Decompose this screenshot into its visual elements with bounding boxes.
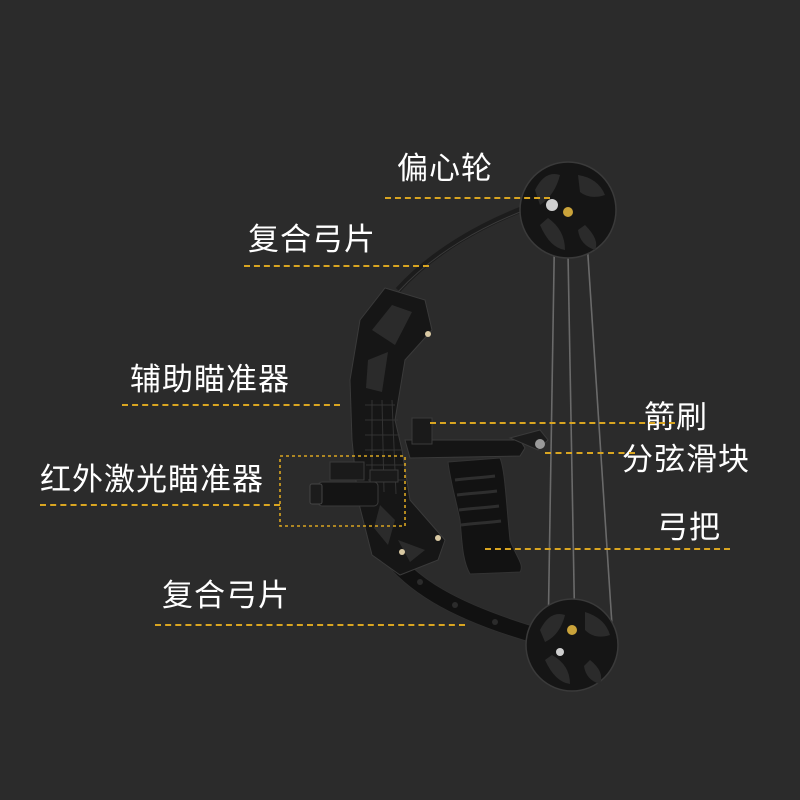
bow-strings — [547, 197, 613, 641]
string-slider-roller — [535, 439, 545, 449]
callout-infrared-laser-sight: 红外激光瞄准器 — [40, 462, 264, 498]
bottom-cam — [525, 598, 619, 692]
leader-line-string-slider — [545, 452, 635, 454]
callout-limb-bottom: 复合弓片 — [162, 578, 290, 614]
top-cam — [519, 161, 617, 259]
callout-limb-top: 复合弓片 — [248, 222, 376, 258]
callout-cam: 偏心轮 — [397, 151, 493, 187]
leader-line-infrared-laser-sight — [40, 504, 280, 506]
laser-sight-device — [309, 461, 399, 507]
riser-cutouts — [366, 305, 425, 562]
callout-sight: 辅助瞄准器 — [130, 362, 290, 398]
leader-line-cam — [385, 197, 550, 199]
leader-line-limb-bottom — [155, 624, 465, 626]
leader-line-limb-top — [244, 265, 429, 267]
callout-arrow-rest: 箭刷 — [644, 400, 708, 436]
leader-line-sight — [122, 404, 340, 406]
leader-line-arrow-rest — [430, 422, 675, 424]
pistol-grip — [447, 457, 522, 575]
callout-grip: 弓把 — [657, 510, 721, 546]
callout-string-slider: 分弦滑块 — [622, 442, 750, 478]
laser-sight-highlight-box — [279, 455, 406, 527]
arrow-rest-shelf — [404, 439, 526, 459]
leader-line-grip — [485, 548, 730, 550]
